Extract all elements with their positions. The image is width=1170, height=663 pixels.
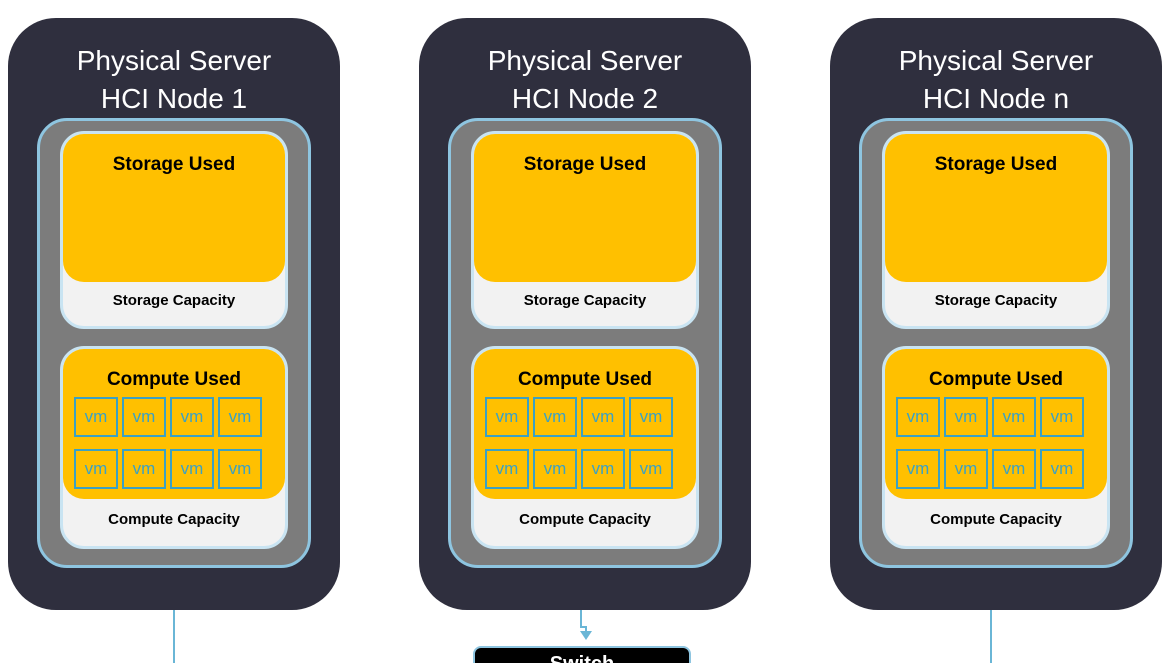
storage-capacity-panel: Storage Used Storage Capacity bbox=[60, 131, 288, 329]
storage-used-block: Storage Used bbox=[474, 134, 696, 282]
connector-line-node-n bbox=[990, 610, 992, 663]
storage-used-label: Storage Used bbox=[523, 154, 647, 175]
server-title-line1: Physical Server bbox=[487, 45, 683, 76]
node-resources: Storage Used Storage Capacity Compute Us… bbox=[448, 118, 722, 568]
vm-box: vm bbox=[581, 397, 625, 437]
vm-box: vm bbox=[1040, 397, 1084, 437]
compute-used-label: Compute Used bbox=[517, 369, 653, 390]
vm-box: vm bbox=[74, 397, 118, 437]
storage-capacity-panel: Storage Used Storage Capacity bbox=[471, 131, 699, 329]
server-title: Physical Server HCI Node n bbox=[830, 42, 1162, 118]
compute-capacity-label: Compute Capacity bbox=[519, 511, 651, 528]
vm-grid: vm vm vm vm vm vm vm vm bbox=[74, 397, 274, 489]
vm-box: vm bbox=[581, 449, 625, 489]
vm-box: vm bbox=[533, 449, 577, 489]
node-resources: Storage Used Storage Capacity Compute Us… bbox=[37, 118, 311, 568]
vm-box: vm bbox=[170, 449, 214, 489]
connector-line-node-2-jog bbox=[580, 626, 586, 628]
server-title-line1: Physical Server bbox=[76, 45, 272, 76]
server-title: Physical Server HCI Node 2 bbox=[419, 42, 751, 118]
vm-box: vm bbox=[944, 449, 988, 489]
vm-box: vm bbox=[218, 449, 262, 489]
node-resources: Storage Used Storage Capacity Compute Us… bbox=[859, 118, 1133, 568]
vm-box: vm bbox=[170, 397, 214, 437]
arrow-down-icon bbox=[580, 631, 592, 640]
storage-used-block: Storage Used bbox=[63, 134, 285, 282]
compute-capacity-panel: Compute Used vm vm vm vm vm vm vm vm Com… bbox=[471, 346, 699, 549]
server-title-line2: HCI Node 2 bbox=[511, 83, 659, 114]
vm-box: vm bbox=[74, 449, 118, 489]
compute-capacity-panel: Compute Used vm vm vm vm vm vm vm vm Com… bbox=[882, 346, 1110, 549]
connector-line-node-2-drop bbox=[585, 626, 587, 632]
compute-used-block: Compute Used vm vm vm vm vm vm vm vm bbox=[885, 349, 1107, 499]
vm-box: vm bbox=[485, 449, 529, 489]
switch-label: Switch bbox=[550, 653, 614, 663]
storage-capacity-label: Storage Capacity bbox=[112, 292, 236, 309]
compute-capacity-label: Compute Capacity bbox=[930, 511, 1062, 528]
storage-used-label: Storage Used bbox=[934, 154, 1058, 175]
vm-box: vm bbox=[992, 397, 1036, 437]
compute-used-block: Compute Used vm vm vm vm vm vm vm vm bbox=[474, 349, 696, 499]
compute-used-block: Compute Used vm vm vm vm vm vm vm vm bbox=[63, 349, 285, 499]
connector-line-node-2 bbox=[580, 610, 582, 626]
compute-used-label: Compute Used bbox=[106, 369, 242, 390]
server-title-line2: HCI Node 1 bbox=[100, 83, 248, 114]
physical-server-node-2: Physical Server HCI Node 2 Storage Used … bbox=[419, 18, 751, 610]
compute-capacity-panel: Compute Used vm vm vm vm vm vm vm vm Com… bbox=[60, 346, 288, 549]
storage-used-label: Storage Used bbox=[112, 154, 236, 175]
vm-box: vm bbox=[992, 449, 1036, 489]
vm-box: vm bbox=[533, 397, 577, 437]
storage-used-block: Storage Used bbox=[885, 134, 1107, 282]
vm-box: vm bbox=[944, 397, 988, 437]
vm-box: vm bbox=[896, 397, 940, 437]
network-switch: Switch bbox=[473, 646, 691, 663]
vm-box: vm bbox=[896, 449, 940, 489]
compute-used-label: Compute Used bbox=[928, 369, 1064, 390]
connector-line-node-1 bbox=[173, 610, 175, 663]
physical-server-node-1: Physical Server HCI Node 1 Storage Used … bbox=[8, 18, 340, 610]
storage-capacity-label: Storage Capacity bbox=[934, 292, 1058, 309]
server-title: Physical Server HCI Node 1 bbox=[8, 42, 340, 118]
server-title-line1: Physical Server bbox=[898, 45, 1094, 76]
vm-box: vm bbox=[629, 397, 673, 437]
vm-grid: vm vm vm vm vm vm vm vm bbox=[485, 397, 685, 489]
vm-grid: vm vm vm vm vm vm vm vm bbox=[896, 397, 1096, 489]
vm-box: vm bbox=[629, 449, 673, 489]
storage-capacity-panel: Storage Used Storage Capacity bbox=[882, 131, 1110, 329]
server-title-line2: HCI Node n bbox=[922, 83, 1070, 114]
compute-capacity-label: Compute Capacity bbox=[108, 511, 240, 528]
vm-box: vm bbox=[218, 397, 262, 437]
physical-server-node-n: Physical Server HCI Node n Storage Used … bbox=[830, 18, 1162, 610]
vm-box: vm bbox=[1040, 449, 1084, 489]
vm-box: vm bbox=[485, 397, 529, 437]
vm-box: vm bbox=[122, 449, 166, 489]
storage-capacity-label: Storage Capacity bbox=[523, 292, 647, 309]
vm-box: vm bbox=[122, 397, 166, 437]
